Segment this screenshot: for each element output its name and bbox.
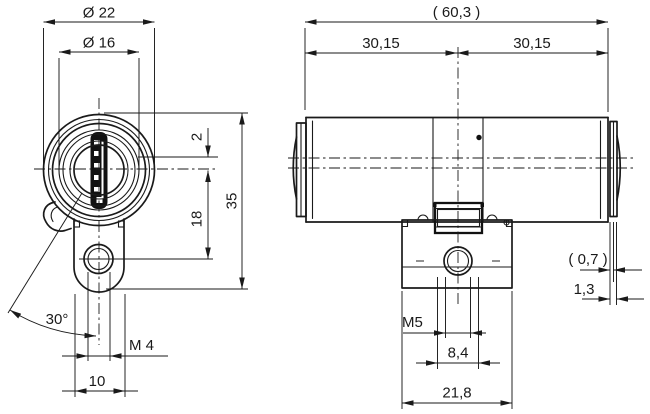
dim-dia16: Ø 16	[58, 35, 140, 170]
front-view: Ø 22 Ø 16 2 18 35 30°	[7, 5, 248, 397]
dim-m5-thread: M5	[402, 277, 486, 338]
dim-clip-protrusion: ( 0,7 )	[568, 222, 642, 305]
front-clip	[42, 201, 72, 232]
dim-hole-distance: 18	[189, 170, 211, 259]
dim-label-m5: M5	[402, 314, 423, 331]
dim-label-603: ( 60,3 )	[433, 4, 481, 21]
side-left-cap	[292, 122, 307, 218]
dim-hole-span: 8,4	[416, 277, 500, 369]
dim-label-3015-right: 30,15	[513, 35, 551, 52]
dim-dia22: Ø 22	[43, 5, 155, 170]
dim-key-offset: 2	[189, 128, 211, 157]
front-centerlines	[34, 98, 218, 345]
dim-half-length-left: 30,15	[305, 35, 457, 56]
side-foot	[401, 214, 513, 289]
side-view: ( 60,3 ) 30,15 30,15 ( 0,7 ) 1,3	[288, 4, 644, 409]
dim-m4-thread: M 4	[62, 272, 168, 361]
dim-label-30deg: 30°	[46, 311, 69, 328]
dim-label-10: 10	[89, 373, 106, 390]
dim-total-length: ( 60,3 )	[304, 4, 609, 112]
side-cam	[433, 201, 484, 235]
dim-label-dia16: Ø 16	[83, 35, 116, 52]
dim-label-18: 18	[189, 211, 206, 228]
front-tab	[73, 218, 213, 293]
dim-clip-thickness: 1,3	[574, 281, 644, 302]
dim-foot-width: 21,8	[401, 291, 513, 409]
dim-label-07: ( 0,7 )	[568, 251, 607, 268]
side-centerlines	[288, 47, 636, 307]
dim-tab-width: 10	[62, 294, 138, 397]
dim-total-height: 35	[104, 112, 248, 290]
pin-hole-dot	[476, 134, 482, 141]
dim-label-m4: M 4	[129, 337, 154, 354]
dim-clip-angle: 30°	[7, 192, 97, 339]
side-body	[305, 116, 609, 223]
dim-label-3015-left: 30,15	[362, 35, 400, 52]
dim-label-218: 21,8	[442, 385, 471, 402]
side-right-cap	[609, 120, 622, 218]
dim-label-35: 35	[224, 193, 241, 210]
dim-label-13: 1,3	[574, 281, 595, 298]
dim-label-2: 2	[189, 133, 206, 141]
dim-label-dia22: Ø 22	[83, 5, 116, 22]
dim-half-length-right: 30,15	[457, 35, 608, 56]
dim-label-84: 8,4	[448, 345, 469, 362]
